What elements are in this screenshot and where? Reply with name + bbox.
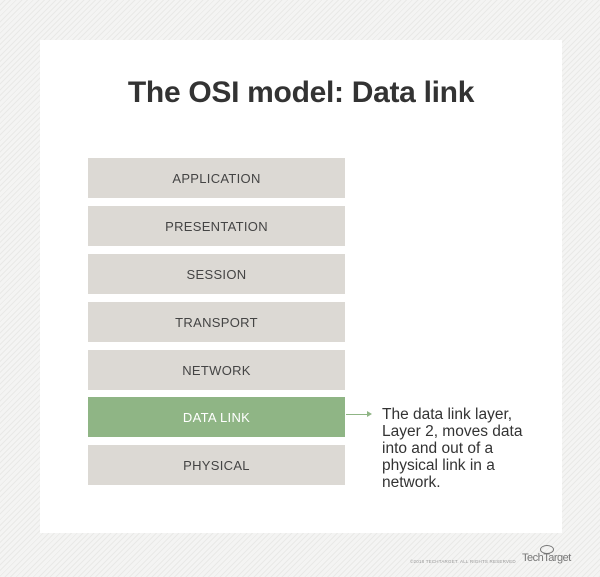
- description-text: The data link layer, Layer 2, moves data…: [382, 406, 523, 491]
- layer-transport: TRANSPORT: [88, 302, 345, 342]
- layer-data-link: DATA LINK: [88, 397, 345, 437]
- diagram-title: The OSI model: Data link: [127, 76, 475, 109]
- layer-application: APPLICATION: [88, 158, 345, 198]
- layer-presentation: PRESENTATION: [88, 206, 345, 246]
- techtarget-logo: TechTarget: [522, 552, 571, 564]
- arrow-icon: [346, 411, 372, 417]
- diagram-panel: The OSI model: Data link APPLICATION PRE…: [40, 40, 562, 533]
- copyright: ©2018 TECHTARGET. ALL RIGHTS RESERVED: [410, 559, 516, 564]
- eye-logo-icon: [540, 545, 554, 554]
- layer-physical: PHYSICAL: [88, 445, 345, 485]
- layer-session: SESSION: [88, 254, 345, 294]
- layer-network: NETWORK: [88, 350, 345, 390]
